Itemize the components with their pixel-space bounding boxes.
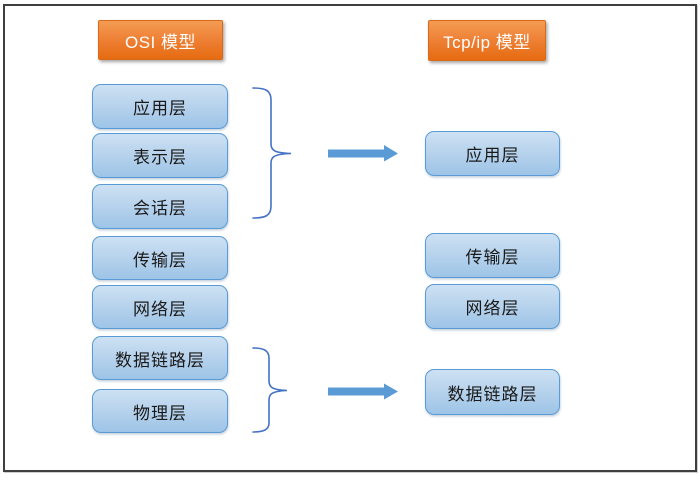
- osi-model-header: OSI 模型: [98, 20, 223, 60]
- tcpip-layer-datalink: 数据链路层: [425, 369, 560, 415]
- tcpip-layer-transport: 传输层: [425, 233, 560, 278]
- tcpip-model-header: Tcp/ip 模型: [428, 20, 546, 61]
- osi-layer-presentation: 表示层: [92, 133, 228, 178]
- tcpip-layer-network: 网络层: [425, 284, 560, 329]
- upper-group-brace: [252, 87, 292, 219]
- tcpip-layer-application: 应用层: [425, 131, 560, 176]
- osi-layer-network: 网络层: [92, 285, 228, 329]
- osi-layer-physical: 物理层: [92, 389, 228, 433]
- osi-layer-application: 应用层: [92, 84, 228, 129]
- lower-arrow-right-icon: [328, 383, 398, 400]
- osi-layer-transport: 传输层: [92, 236, 228, 280]
- lower-group-brace: [252, 347, 288, 433]
- upper-arrow-right-icon: [328, 145, 398, 162]
- osi-layer-datalink: 数据链路层: [92, 336, 228, 380]
- osi-layer-session: 会话层: [92, 184, 228, 229]
